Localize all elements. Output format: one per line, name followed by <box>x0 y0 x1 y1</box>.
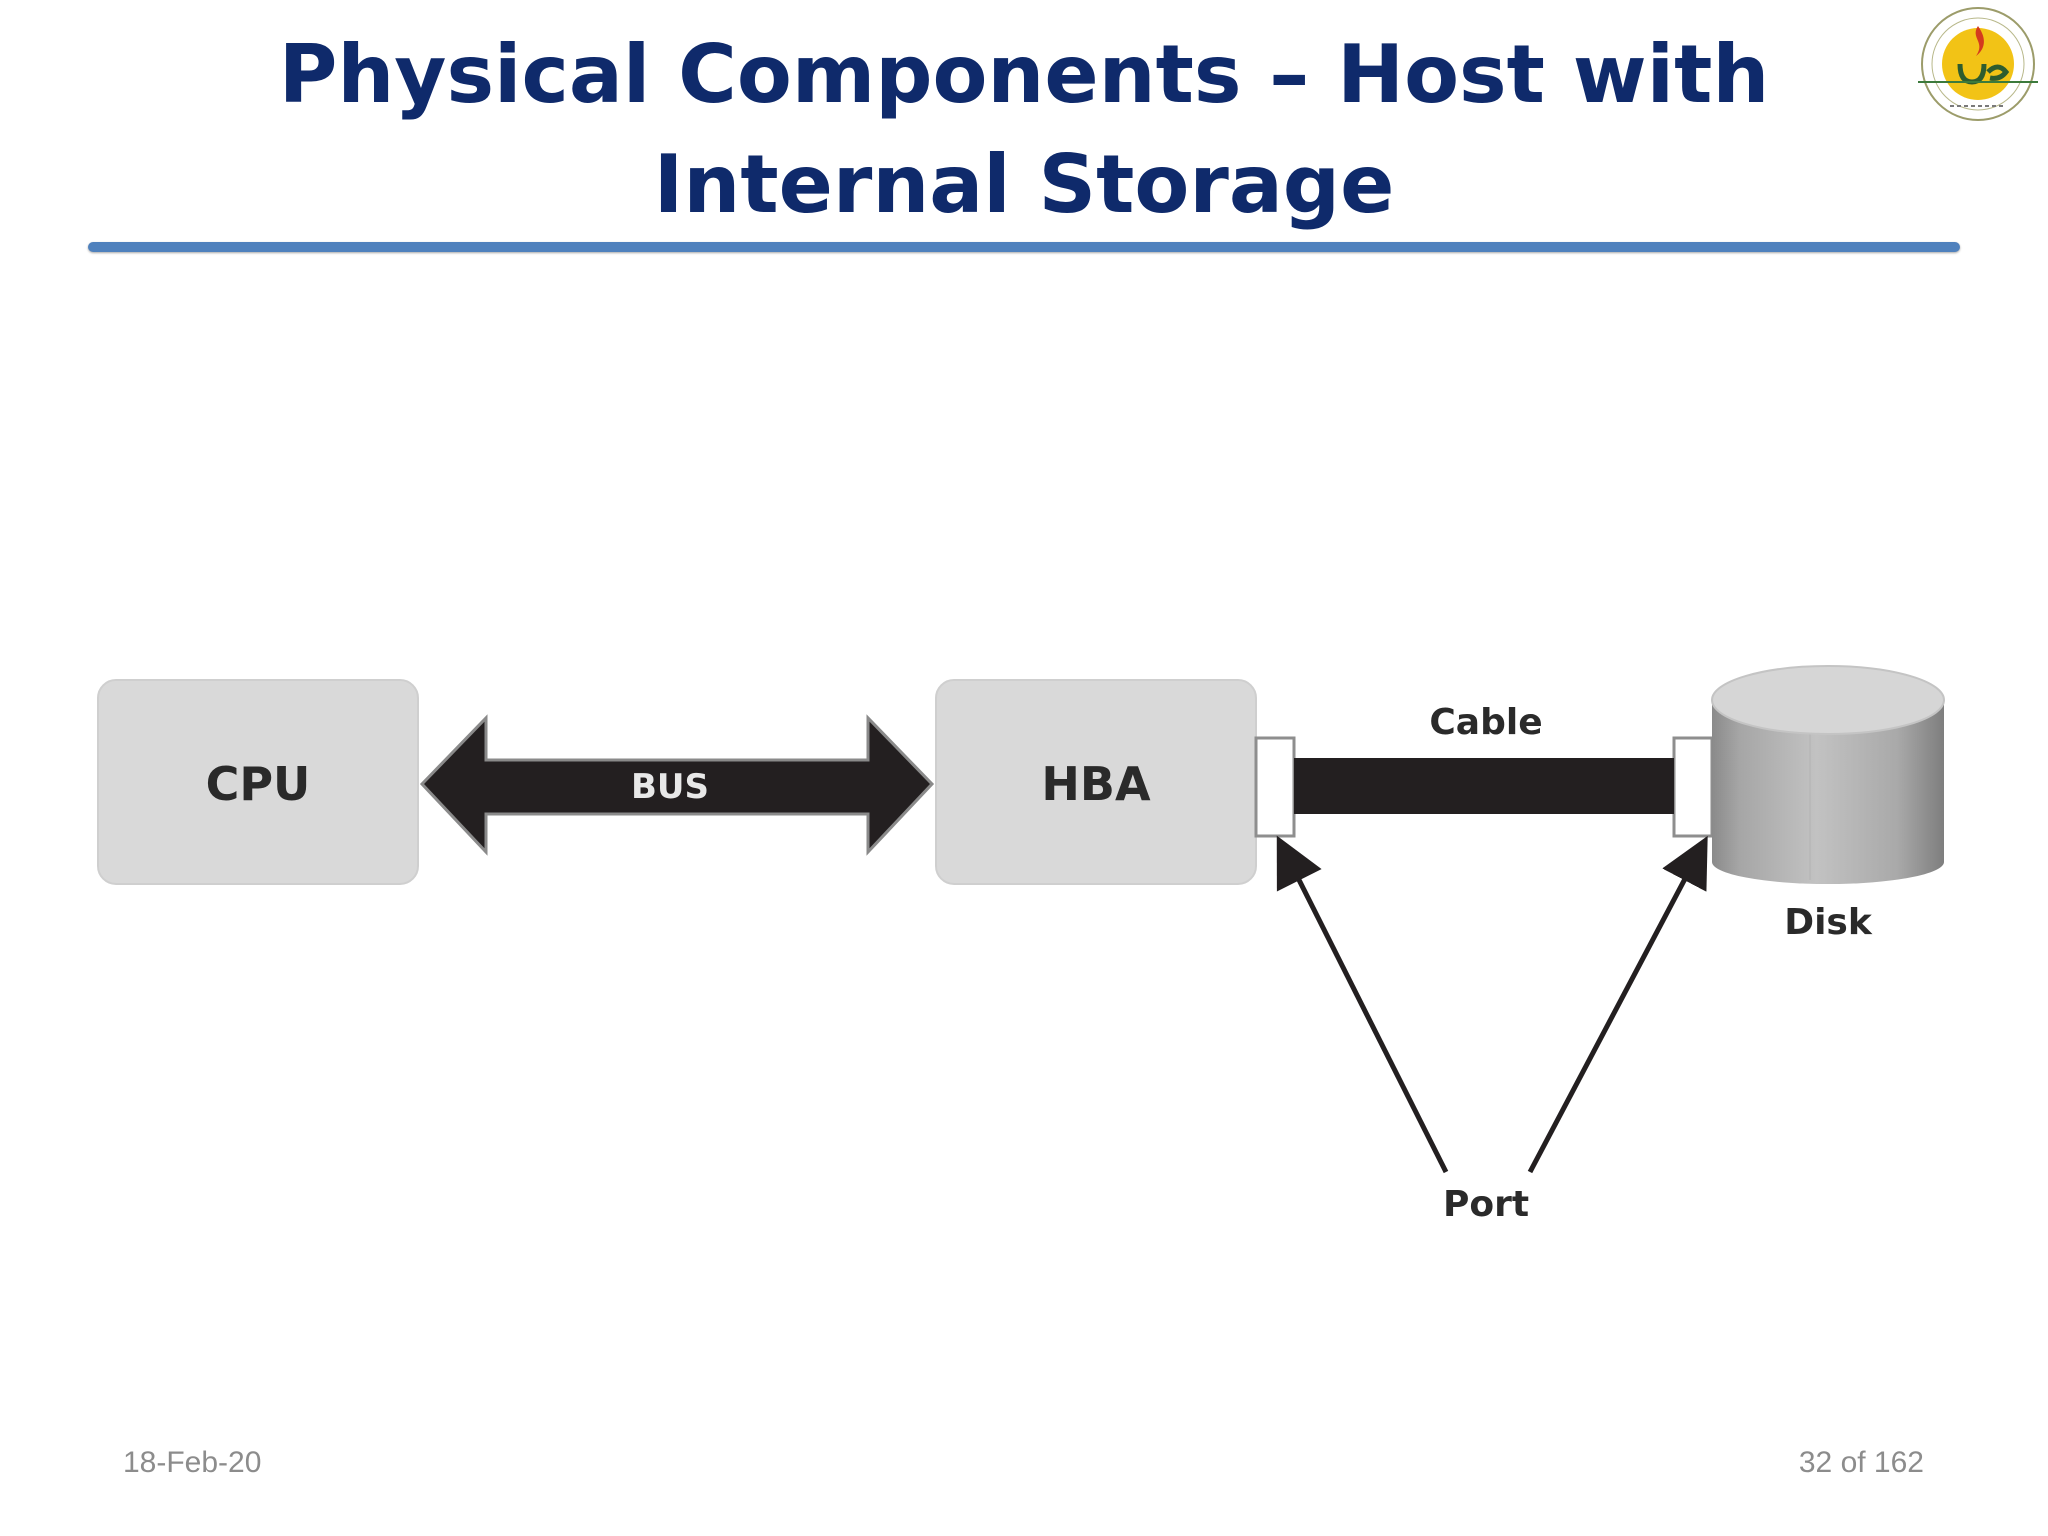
cpu-box <box>97 679 419 885</box>
university-logo-icon <box>1918 7 2038 121</box>
port-arrow-left <box>1276 835 1449 1174</box>
port-arrow-right <box>1527 835 1708 1174</box>
bus-arrow <box>419 714 935 856</box>
slide-title: Physical Components – Host with Internal… <box>278 28 1770 231</box>
cable-label: Cable <box>1429 702 1542 743</box>
hba-label: HBA <box>1041 757 1151 811</box>
cable <box>1294 758 1674 814</box>
hba-port <box>1254 736 1296 838</box>
footer-date: 18-Feb-20 <box>123 1446 262 1479</box>
title-underline <box>88 242 1960 252</box>
port-label: Port <box>1443 1184 1529 1225</box>
bus-label: BUS <box>631 767 709 807</box>
footer-page-number: 32 of 162 <box>1798 1446 1924 1479</box>
disk-label: Disk <box>1784 902 1873 943</box>
cpu-label: CPU <box>206 757 311 811</box>
disk-cylinder <box>1711 665 1945 884</box>
disk-port <box>1672 736 1714 838</box>
